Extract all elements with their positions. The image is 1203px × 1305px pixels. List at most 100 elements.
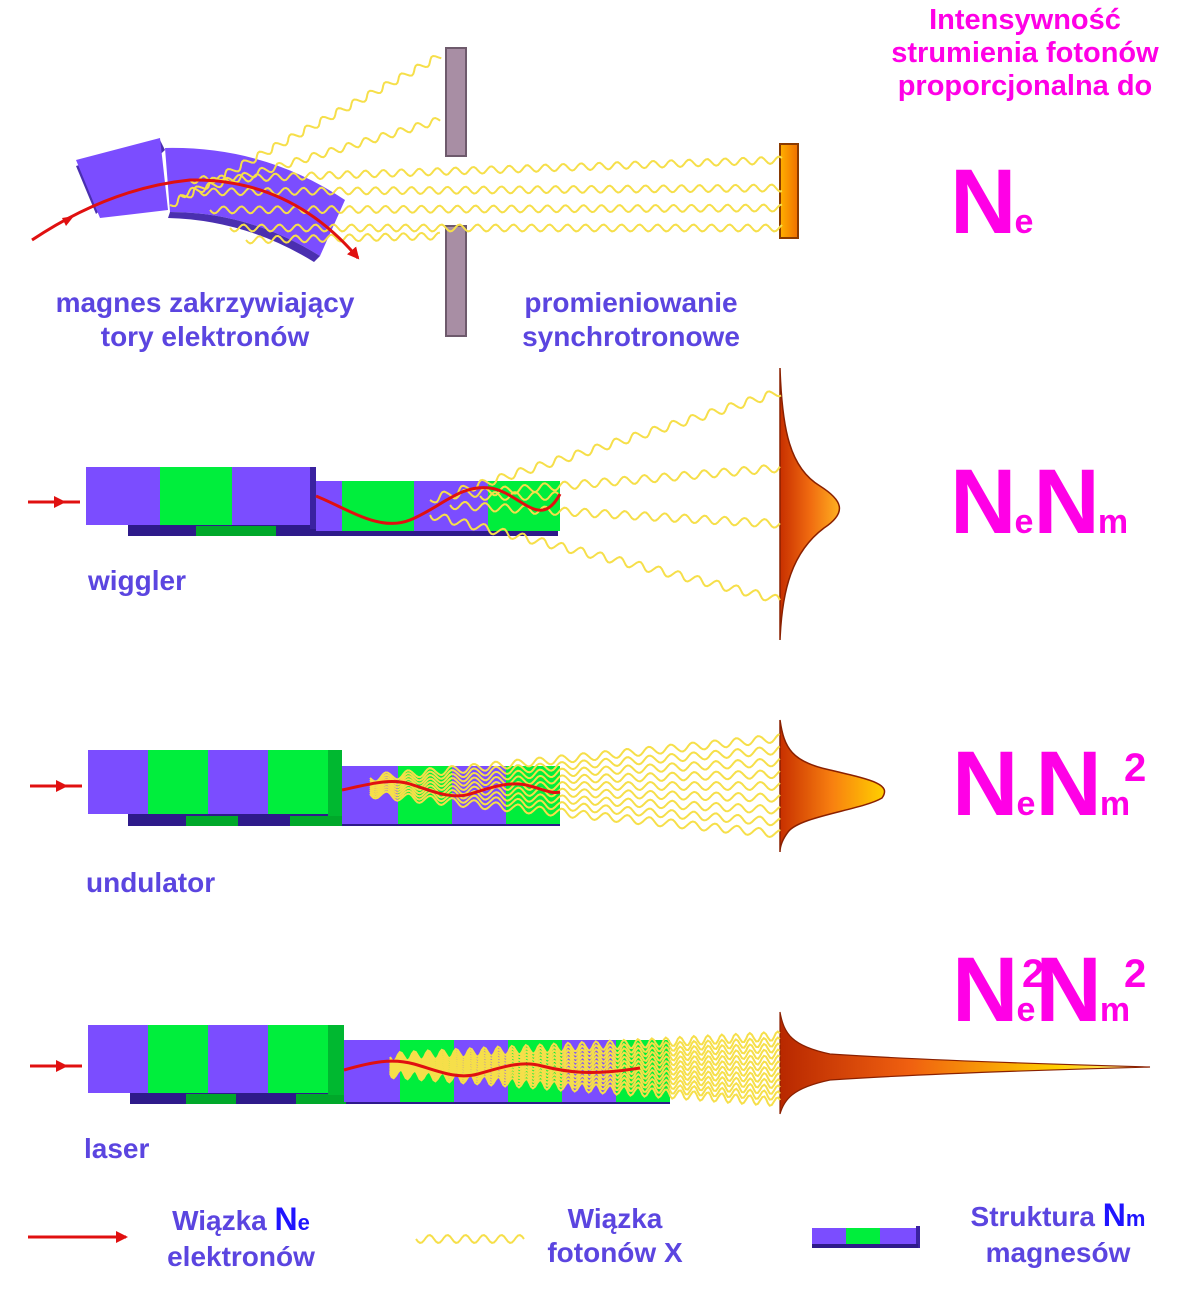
bending-magnet-label-line-1: magnes zakrzywiający [55,287,355,318]
legend-electrons-symbol: N [274,1201,298,1237]
undulator-label: undulator [86,867,216,898]
bending-electron-arrowhead-1 [62,216,74,226]
legend-magnets-line-1: Struktura [970,1201,1095,1232]
wiggler-intensity-profile [779,367,841,641]
undulator-magnet-structure [88,750,560,826]
undulator-magnet-green-2 [268,750,328,814]
formula-4-sup-2-e: 2 [1022,952,1045,996]
wiggler-magnet-structure [86,467,560,536]
undulator-magnet-purple-1 [88,750,148,814]
laser-magnet-green-2 [268,1025,328,1093]
wiggler-photon-beams [429,390,782,602]
undulator-magnet-purple-2 [208,750,268,814]
laser-magnet-structure [88,1025,670,1104]
formula-2-N1: N [950,451,1016,553]
synchrotron-label: promieniowanie synchrotronowe [500,286,762,354]
synchrotron-photon-beam [189,155,783,185]
laser-photon-beam [389,1048,781,1068]
undulator-photon-beam [369,780,781,792]
laser-electron-path [343,1059,641,1078]
intensity-header-line-1: Intensywność [929,4,1121,36]
formula-laser: NeNm 2 2 [952,944,1162,1044]
laser-photon-beam [389,1042,781,1066]
legend-electrons-line-1: Wiązka [172,1205,267,1236]
formula-3-N2: N [1035,733,1101,835]
synchrotron-detector [779,143,799,239]
formula-3-N1: N [952,733,1018,835]
wiggler-electron-path [315,486,562,525]
formula-2-sub-m: m [1097,503,1129,541]
legend-electron-beam-label: Wiązka Ne elektronów [146,1202,336,1274]
undulator-photon-beam [369,733,781,783]
wiggler-photon-beam [479,491,561,501]
intensity-header: Intensywność strumienia fotonów proporcj… [872,4,1178,103]
undulator-magnet-green-1 [148,750,208,814]
undulator-photon-beam [369,785,781,815]
wiggler-photon-beam [429,513,781,602]
legend-photon-beam-label: Wiązka fotonów X [530,1202,700,1270]
laser-photon-beam [389,1065,781,1095]
formula-1-N: N [950,151,1016,253]
laser-photon-beam [389,1030,781,1063]
wiggler-magnet-purple-2 [232,467,310,525]
slit-plate-bottom [445,225,467,337]
formula-undulator: NeNm 2 [952,738,1162,838]
laser-photon-beam [389,1066,781,1101]
slit-plate-top [445,47,467,157]
laser-magnet-purple-1 [88,1025,148,1093]
legend-photon-beam-path [415,1234,525,1244]
undulator-electron-path [341,780,561,798]
laser-photon-beam [389,1060,781,1078]
legend-electrons-sub: e [297,1210,310,1235]
bending-magnet-label: magnes zakrzywiający tory elektronów [30,286,380,354]
formula-4-N1: N [952,939,1018,1041]
formula-2-N2: N [1033,451,1099,553]
wiggler-label: wiggler [88,565,187,596]
bending-magnet-label-line-2: tory elektronów [100,321,310,352]
laser-label: laser [84,1133,150,1164]
synchrotron-photon-beam [199,183,783,197]
formula-3-sup-2: 2 [1124,746,1147,790]
synchrotron-label-line-2: synchrotronowe [522,321,740,352]
laser-photon-beam [389,1063,781,1090]
formula-4-sup-2-m: 2 [1124,952,1147,996]
formula-synchrotron: Ne [950,156,1033,268]
wiggler-electron-arrowhead [54,496,66,508]
undulator-photon-beam [369,757,781,787]
undulator-photon-beam [369,769,781,789]
legend-photons-line-2: fotonów X [547,1237,683,1268]
legend-magnet-structure [812,1226,920,1248]
undulator-intensity-profile [779,719,886,853]
bending-magnet-block-2 [165,147,345,256]
wiggler-magnet-purple-1 [86,467,160,525]
bending-magnet-block-2-edge [168,212,320,262]
intensity-header-line-2: strumienia fotonów [891,37,1159,69]
bending-magnet-group [76,138,345,262]
synchrotron-photon-beam [169,54,442,208]
legend-electrons-line-2: elektronów [167,1241,315,1272]
legend-magnet-structure-label: Struktura Nm magnesów [948,1198,1168,1270]
undulator-electron-arrowhead [56,780,68,792]
bending-electron-path [31,178,360,260]
wiggler-magnet-green-1 [160,467,232,525]
legend-magnets-sub: m [1125,1206,1146,1231]
synchrotron-photon-beam [229,223,783,233]
formula-4-sub-e: e [1016,991,1036,1029]
formula-4-sub-m: m [1099,991,1131,1029]
laser-electron-arrowhead [56,1060,68,1072]
formula-1-sub-e: e [1014,203,1034,241]
intensity-header-line-3: proporcjonalna do [897,70,1153,102]
legend-magnets-symbol: N [1102,1197,1126,1233]
laser-intensity-profile [779,1011,1151,1115]
formula-3-sub-m: m [1099,785,1131,823]
formula-wiggler: NeNm [950,456,1128,568]
legend-magnets-line-2: magnesów [985,1237,1131,1268]
legend-photons-line-1: Wiązka [567,1203,663,1234]
laser-magnet-green-1 [148,1025,208,1093]
wiggler-photon-beam [429,390,782,504]
laser-photon-beam [389,1054,781,1069]
legend-photon-beam-wave [415,1234,525,1244]
laser-magnet-purple-2 [208,1025,268,1093]
undulator-photon-beam [369,788,781,827]
